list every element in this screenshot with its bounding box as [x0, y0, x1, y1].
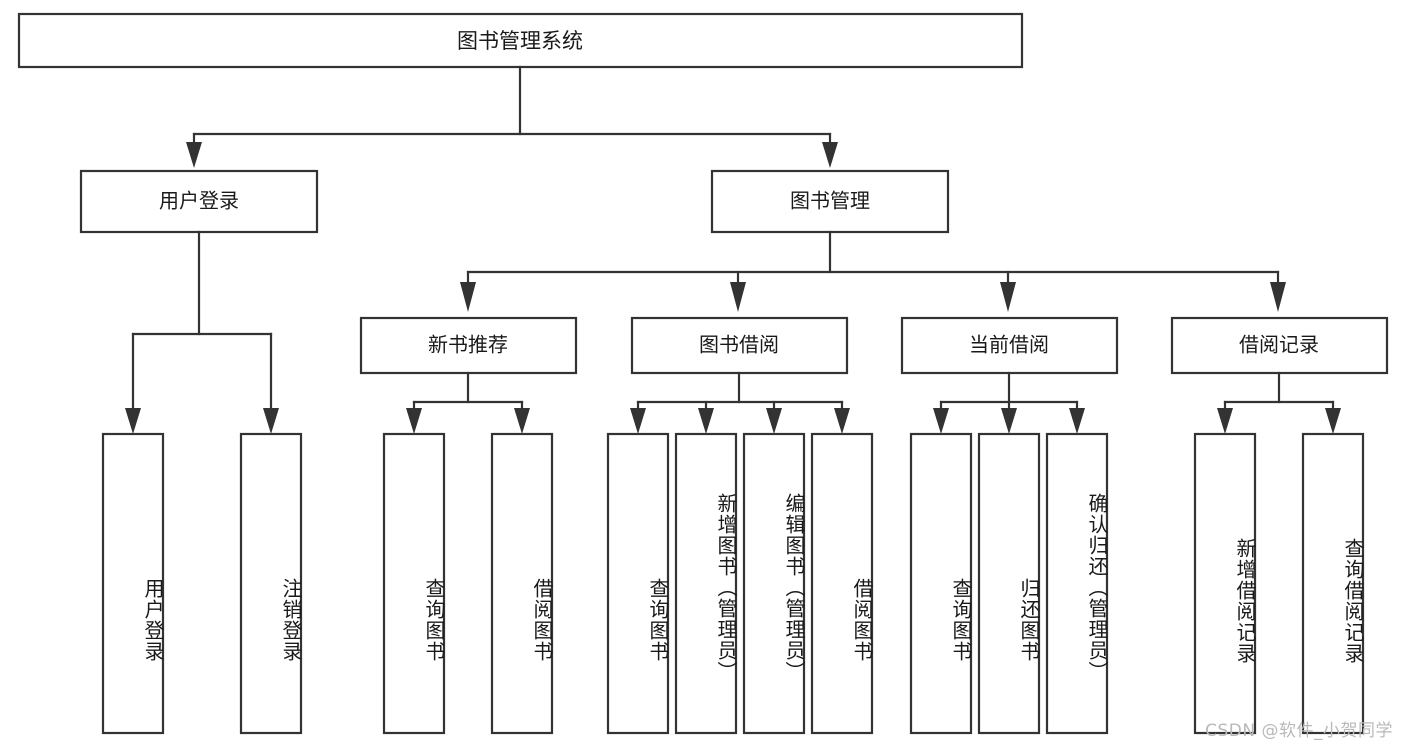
connector-root-to-level2 — [186, 65, 838, 168]
node-book-borrow-label: 图书借阅 — [699, 333, 779, 357]
node-root[interactable]: 图书管理系统 — [17, 12, 1024, 69]
leaf-confirm-return-box[interactable] — [1045, 432, 1109, 735]
node-user-login[interactable]: 用户登录 — [79, 169, 319, 234]
arrow-to-book-manage — [822, 142, 838, 168]
node-current-borrow-label: 当前借阅 — [969, 333, 1049, 357]
node-book-manage[interactable]: 图书管理 — [710, 169, 950, 234]
leaf-edit-book-box[interactable] — [742, 432, 806, 735]
arrow-to-leaf-query-record — [1325, 408, 1341, 434]
leaf-query-book-3-box[interactable] — [909, 432, 973, 735]
leaf-borrow-book-2-box[interactable] — [810, 432, 874, 735]
node-new-book-recommend-label: 新书推荐 — [428, 333, 508, 357]
arrow-to-leaf-add-book — [698, 408, 714, 434]
leaf-add-book-box[interactable] — [674, 432, 738, 735]
arrow-to-leaf-user-login — [125, 408, 141, 434]
node-current-borrow[interactable]: 当前借阅 — [900, 316, 1119, 375]
arrow-to-leaf-edit-book — [766, 408, 782, 434]
arrow-to-leaf-confirm-return — [1069, 408, 1085, 434]
node-current-borrow-box — [900, 316, 1119, 375]
leaf-query-book-1-box[interactable] — [382, 432, 446, 735]
node-new-book-recommend-box — [359, 316, 578, 375]
connector-new-book-recommend-to-leaves — [406, 371, 530, 434]
leaf-user-login-box[interactable] — [101, 432, 165, 735]
arrow-to-leaf-add-record — [1217, 408, 1233, 434]
arrow-to-new-book-recommend — [460, 282, 476, 312]
node-user-login-label: 用户登录 — [159, 189, 239, 213]
arrow-to-borrow-records — [1270, 282, 1286, 312]
node-borrow-records-label: 借阅记录 — [1239, 333, 1319, 357]
arrow-to-leaf-borrow-book-2 — [834, 408, 850, 434]
arrow-to-user-login — [186, 142, 202, 168]
node-new-book-recommend[interactable]: 新书推荐 — [359, 316, 578, 375]
node-book-borrow[interactable]: 图书借阅 — [630, 316, 849, 375]
node-root-label: 图书管理系统 — [457, 29, 583, 53]
arrow-to-book-borrow — [730, 282, 746, 312]
connector-book-borrow-to-leaves — [630, 371, 850, 434]
connector-book-manage-to-level3 — [460, 230, 1286, 312]
node-root-box — [17, 12, 1024, 69]
leaf-query-record-box[interactable] — [1301, 432, 1365, 735]
arrow-to-leaf-return-book — [1001, 408, 1017, 434]
node-borrow-records[interactable]: 借阅记录 — [1170, 316, 1389, 375]
arrow-to-leaf-query-book-3 — [933, 408, 949, 434]
leaf-borrow-book-1-box[interactable] — [490, 432, 554, 735]
arrow-to-leaf-query-book-1 — [406, 408, 422, 434]
leaf-add-record-box[interactable] — [1193, 432, 1257, 735]
leaf-logout-box[interactable] — [239, 432, 303, 735]
node-book-manage-label: 图书管理 — [790, 189, 870, 213]
connector-user-login-to-leaves — [125, 230, 279, 434]
arrow-to-leaf-logout — [263, 408, 279, 434]
node-user-login-box — [79, 169, 319, 234]
leaf-return-book-box[interactable] — [977, 432, 1041, 735]
arrow-to-current-borrow — [1000, 282, 1016, 312]
leaf-query-book-2-box[interactable] — [606, 432, 670, 735]
watermark-label: CSDN @软件_小贺同学 — [1205, 721, 1393, 741]
arrow-to-leaf-query-book-2 — [630, 408, 646, 434]
arrow-to-leaf-borrow-book-1 — [514, 408, 530, 434]
connector-current-borrow-to-leaves — [933, 371, 1085, 434]
connector-borrow-records-to-leaves — [1217, 371, 1341, 434]
